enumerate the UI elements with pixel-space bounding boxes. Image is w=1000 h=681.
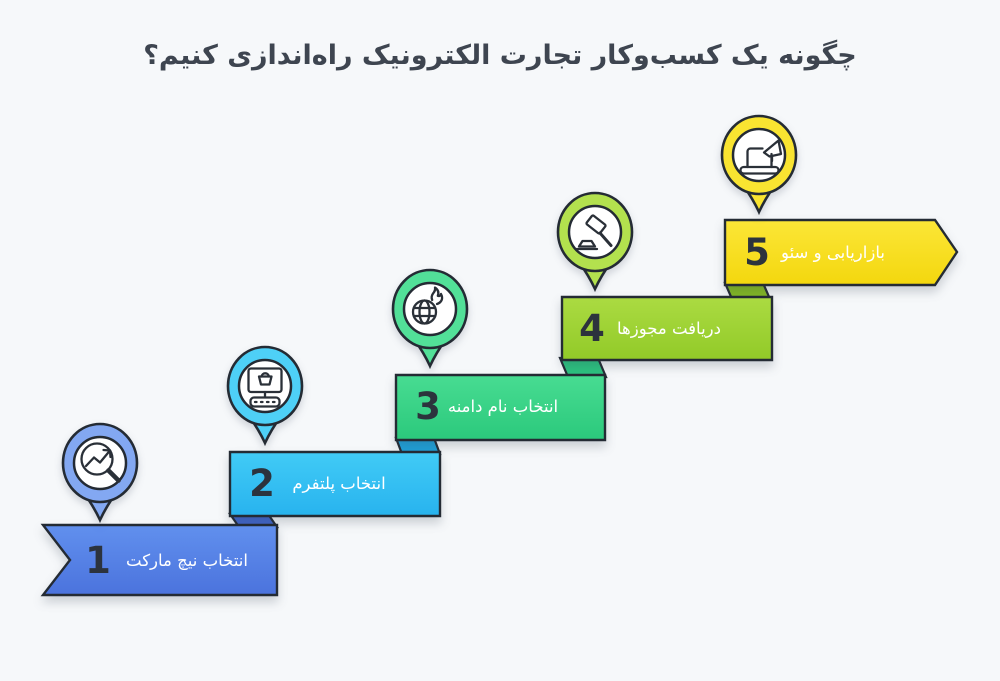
step-banner-5	[723, 218, 959, 287]
step-label-1: انتخاب نیچ مارکت	[126, 551, 248, 570]
step-number-1: 1	[85, 539, 111, 582]
step-pin-5	[720, 114, 798, 216]
page-title: چگونه یک کسب‌وکار تجارت الکترونیک راه‌ان…	[143, 40, 857, 71]
step-number-4: 4	[579, 307, 605, 350]
market-research-icon	[80, 442, 121, 483]
step-label-5: بازاریابی و سئو	[781, 243, 885, 262]
step-pin-1	[61, 422, 139, 524]
step-number-3: 3	[415, 385, 441, 428]
domain-globe-flame-icon	[411, 286, 444, 325]
step-banner-1	[40, 523, 279, 597]
step-label-4: دریافت مجوزها	[617, 319, 721, 338]
step-pin-3	[391, 268, 469, 370]
step-label-3: انتخاب نام دامنه	[447, 397, 559, 416]
step-banner-3	[394, 373, 607, 442]
step-banner-2	[228, 450, 442, 518]
step-pin-4	[556, 191, 634, 293]
license-gavel-icon	[575, 214, 613, 251]
step-label-2: انتخاب پلتفرم	[292, 474, 386, 493]
step-pin-2	[226, 345, 304, 447]
step-banner-4	[560, 295, 774, 362]
ecommerce-platform-icon	[247, 367, 283, 408]
step-number-5: 5	[744, 231, 770, 274]
marketing-laptop-megaphone-icon	[739, 139, 783, 175]
step-number-2: 2	[249, 462, 275, 505]
